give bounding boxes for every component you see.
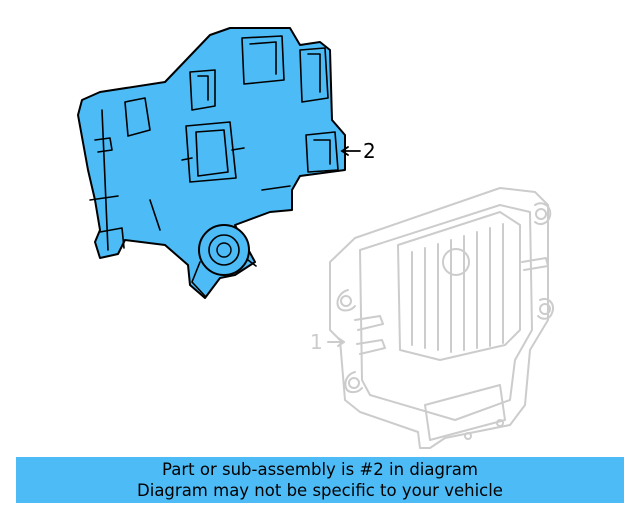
part-2-bracket <box>77 27 346 299</box>
callout-arrow-2 <box>340 146 361 156</box>
caption-bar: Part or sub-assembly is #2 in diagram Di… <box>16 457 624 503</box>
caption-line-1: Part or sub-assembly is #2 in diagram <box>162 460 478 479</box>
callout-label-2: 2 <box>363 139 376 163</box>
part-1-module <box>327 187 554 449</box>
caption-line-2: Diagram may not be specific to your vehi… <box>137 481 503 500</box>
callout-label-1: 1 <box>310 330 323 354</box>
parts-diagram: 1 <box>77 27 554 449</box>
